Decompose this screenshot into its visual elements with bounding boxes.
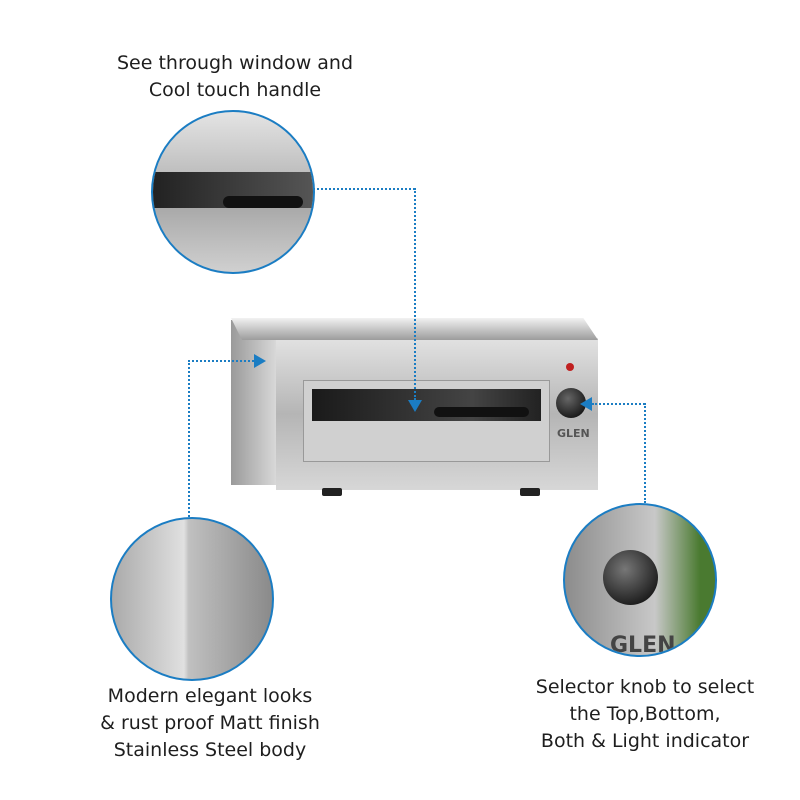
callout-line — [414, 188, 416, 400]
caption-line: Selector knob to select — [535, 676, 755, 698]
oven-window — [303, 380, 550, 462]
callout-line — [188, 360, 190, 517]
caption-window: See through window and Cool touch handle — [80, 50, 390, 104]
oven-foot — [322, 488, 342, 496]
callout-line — [592, 403, 645, 405]
cool-touch-handle[interactable] — [434, 407, 529, 417]
handle — [223, 196, 303, 208]
caption-line: & rust proof Matt finish — [100, 712, 320, 734]
knob-detail-circle: GLEN — [563, 503, 717, 657]
knob-icon — [603, 550, 658, 605]
caption-line: the Top,Bottom, — [569, 703, 721, 725]
caption-line: Modern elegant looks — [107, 685, 313, 707]
caption-knob: Selector knob to select the Top,Bottom, … — [490, 674, 800, 755]
caption-line: See through window and — [116, 52, 354, 74]
light-indicator — [566, 363, 574, 371]
brand-logo: GLEN — [557, 427, 590, 440]
caption-line: Both & Light indicator — [540, 730, 750, 752]
arrow-icon — [580, 397, 592, 411]
callout-line — [644, 403, 646, 503]
arrow-icon — [408, 400, 422, 412]
oven-side — [231, 320, 276, 485]
caption-body: Modern elegant looks & rust proof Matt f… — [50, 683, 370, 764]
caption-line: Cool touch handle — [148, 79, 322, 101]
brand-logo: GLEN — [610, 633, 676, 657]
callout-line — [313, 188, 415, 190]
callout-line — [188, 360, 254, 362]
window-detail-circle — [151, 110, 315, 274]
arrow-icon — [254, 354, 266, 368]
oven-foot — [520, 488, 540, 496]
body-detail-circle — [110, 517, 274, 681]
caption-line: Stainless Steel body — [113, 739, 307, 761]
